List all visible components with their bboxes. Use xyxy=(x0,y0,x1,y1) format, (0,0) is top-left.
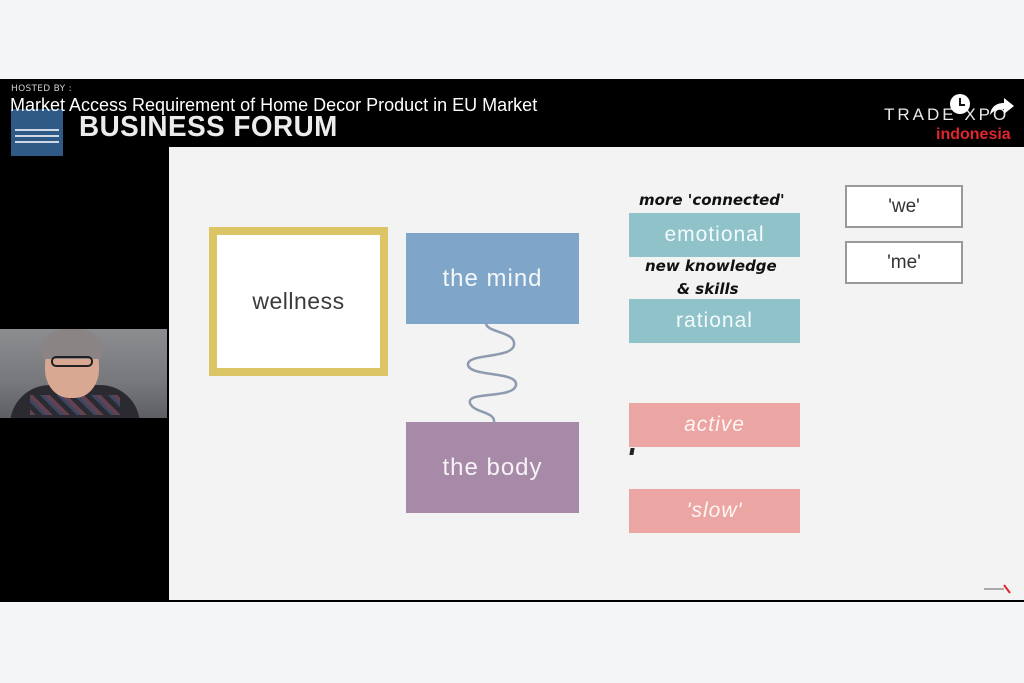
body-box: the body xyxy=(406,422,579,513)
indonesia-logo: indonesia xyxy=(936,126,1011,143)
video-player[interactable]: HOSTED BY : Market Access Requirement of… xyxy=(0,79,1024,602)
note-skills: & skills xyxy=(677,280,739,298)
slide-corner-logo xyxy=(984,584,1011,594)
clock-icon[interactable] xyxy=(950,94,970,114)
note-more-connected: more 'connected' xyxy=(639,191,785,209)
me-box: 'me' xyxy=(845,241,963,284)
presenter-glasses xyxy=(51,356,93,367)
mind-box: the mind xyxy=(406,233,579,324)
presenter-hair xyxy=(41,329,103,359)
emotional-box: emotional xyxy=(629,213,800,257)
we-box: 'we' xyxy=(845,185,963,228)
presentation-slide: wellness the mind the body more 'connect… xyxy=(169,147,1024,600)
mouse-cursor xyxy=(629,448,635,455)
hosted-by-label: HOSTED BY : xyxy=(11,84,72,94)
video-title[interactable]: Market Access Requirement of Home Decor … xyxy=(10,95,538,115)
share-icon[interactable] xyxy=(989,96,1015,116)
presenter-shirt xyxy=(10,385,140,418)
note-new-knowledge: new knowledge xyxy=(645,257,777,275)
presenter-webcam xyxy=(0,329,167,418)
active-box: active xyxy=(629,403,800,447)
rational-box: rational xyxy=(629,299,800,343)
trade-expo-logo: TRADE XPO xyxy=(884,105,1010,124)
host-logo xyxy=(11,109,63,156)
wellness-box: wellness xyxy=(209,227,388,376)
business-forum-banner: BUSINESS FORUM xyxy=(79,111,338,143)
slow-box: 'slow' xyxy=(629,489,800,533)
coil-connector xyxy=(466,323,518,423)
